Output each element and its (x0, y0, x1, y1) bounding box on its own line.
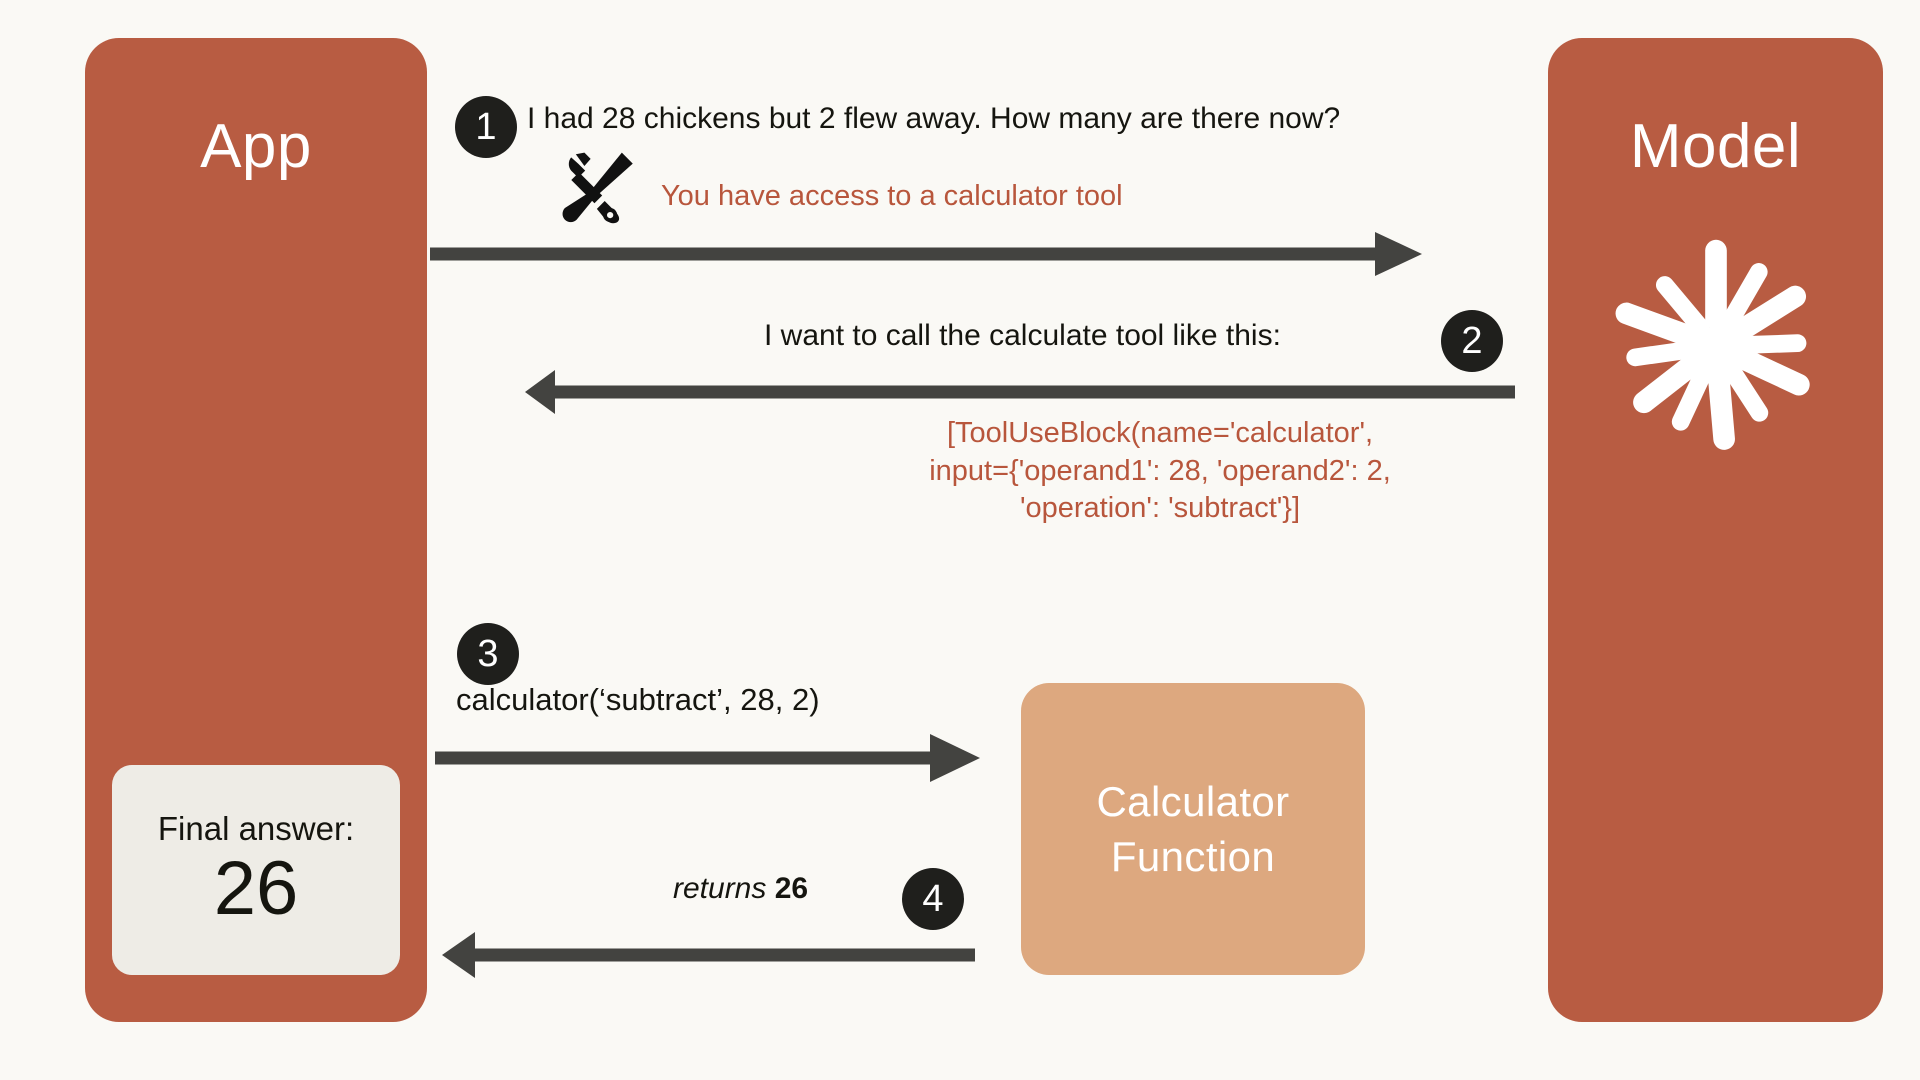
final-answer-card: Final answer: 26 (112, 765, 400, 975)
step4-returns-value: 26 (774, 872, 809, 905)
arrow-step-2 (525, 370, 1515, 414)
arrow-step-1 (430, 232, 1422, 276)
tool-use-block-line-3: 'operation': 'subtract'}] (1019, 492, 1301, 525)
step-badge-4: 4 (902, 868, 964, 930)
final-answer-label: Final answer: (157, 809, 355, 847)
app-column-title: App (200, 112, 312, 181)
calculator-function-box: Calculator Function (1021, 683, 1365, 975)
step-badge-3: 3 (457, 623, 519, 685)
step2-tool-use-block: [ToolUseBlock(name='calculator', input={… (760, 415, 1560, 528)
tool-use-block-line-1: [ToolUseBlock(name='calculator', (946, 417, 1374, 449)
step-badge-1: 1 (455, 96, 517, 158)
sparkle-starburst-icon (1615, 239, 1810, 450)
step3-calculator-call: calculator(‘subtract’, 28, 2) (456, 682, 820, 717)
step-badge-2: 2 (1441, 310, 1503, 372)
tool-use-block-line-2: input={'operand1': 28, 'operand2': 2, (929, 454, 1391, 487)
calculator-box-line2: Function (1110, 833, 1276, 880)
arrow-step-3 (435, 734, 980, 782)
tools-hammer-wrench-icon (562, 152, 633, 224)
final-answer-value: 26 (213, 846, 299, 932)
step1-user-question: I had 28 chickens but 2 flew away. How m… (527, 102, 1341, 135)
step1-tool-note: You have access to a calculator tool (661, 180, 1123, 212)
arrow-step-4 (442, 932, 975, 978)
calculator-box-line1: Calculator (1096, 777, 1290, 825)
step2-model-message: I want to call the calculate tool like t… (764, 319, 1281, 352)
step4-returns-label: returns 26 (673, 872, 808, 906)
model-column: Model (1548, 38, 1883, 1022)
model-column-title: Model (1629, 112, 1802, 181)
step4-returns-word: returns (673, 872, 775, 905)
